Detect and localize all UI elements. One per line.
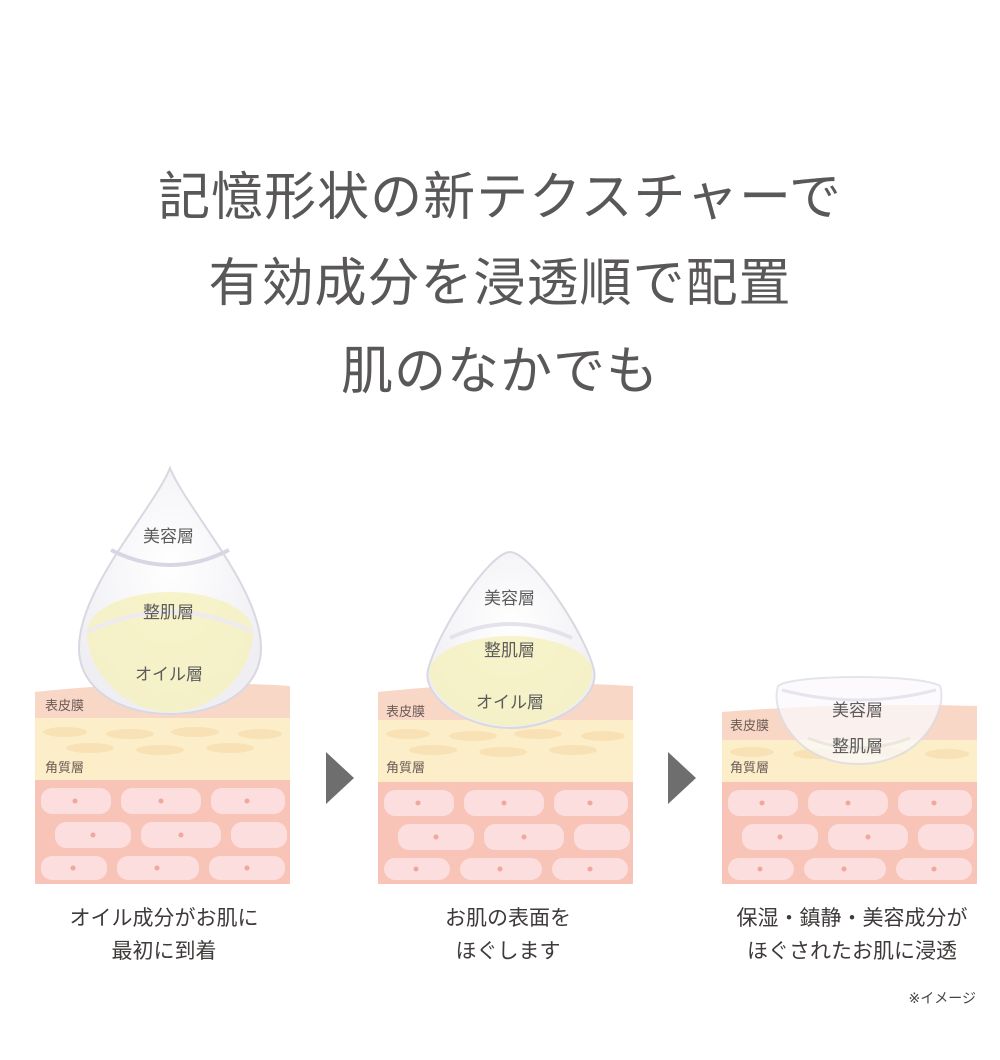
image-note: ※イメージ <box>908 991 976 1007</box>
headline-line-1: 記憶形状の新テクスチャーで <box>158 168 842 228</box>
label-epidermal-film: 表皮膜 <box>386 705 425 720</box>
step-2-caption-line-1: お肌の表面を <box>445 906 571 930</box>
serum-drop-flattened <box>426 550 596 730</box>
layer-label-beauty: 美容層 <box>484 589 535 609</box>
step-1-caption-line-2: 最初に到着 <box>111 939 217 963</box>
step-2-caption-line-2: ほぐします <box>455 939 561 963</box>
step-3-illustration: 表皮膜 角質層 美容層 整肌層 <box>722 460 982 900</box>
label-stratum-corneum: 角質層 <box>45 761 84 776</box>
label-epidermal-film: 表皮膜 <box>45 699 84 714</box>
headline-line-2: 有効成分を浸透順で配置 <box>208 254 792 314</box>
step-1-illustration: 表皮膜 角質層 美容層 整肌層 オイル層 <box>35 460 295 900</box>
layer-label-conditioning: 整肌層 <box>143 603 194 623</box>
step-2-illustration: 表皮膜 角質層 美容層 整肌層 オイル層 <box>378 460 638 900</box>
layer-label-beauty: 美容層 <box>143 527 194 547</box>
label-epidermal-film: 表皮膜 <box>730 719 769 734</box>
layer-label-oil: オイル層 <box>476 693 544 713</box>
label-stratum-corneum: 角質層 <box>386 761 425 776</box>
skin-section <box>35 683 290 884</box>
step-2-caption: お肌の表面を ほぐします <box>358 902 658 968</box>
serum-film <box>775 676 943 766</box>
step-3-caption-line-2: ほぐされたお肌に浸透 <box>747 939 957 963</box>
headline-line-3: 肌のなかでも <box>340 342 659 402</box>
layer-label-conditioning: 整肌層 <box>484 641 535 661</box>
layer-label-beauty: 美容層 <box>832 701 883 721</box>
skin-section <box>378 683 633 884</box>
step-3-caption: 保湿・鎮静・美容成分が ほぐされたお肌に浸透 <box>702 902 1000 968</box>
label-stratum-corneum: 角質層 <box>730 761 769 776</box>
step-1-caption: オイル成分がお肌に 最初に到着 <box>14 902 314 968</box>
serum-drop <box>77 465 263 716</box>
arrow-right-icon <box>668 752 696 804</box>
step-1-caption-line-1: オイル成分がお肌に <box>69 906 259 930</box>
layer-label-conditioning: 整肌層 <box>832 737 883 757</box>
arrow-right-icon <box>326 752 354 804</box>
step-3-caption-line-1: 保湿・鎮静・美容成分が <box>736 906 968 930</box>
layer-label-oil: オイル層 <box>135 665 203 685</box>
